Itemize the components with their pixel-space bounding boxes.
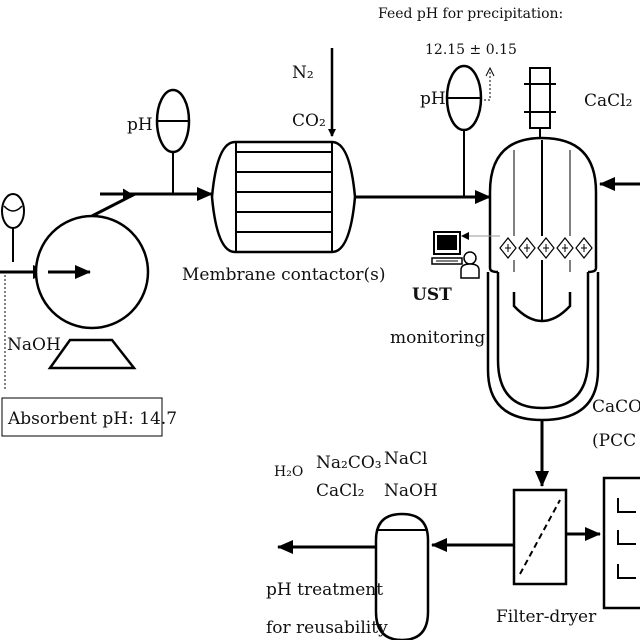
cacl2-out-label: CaCl₂ — [316, 481, 364, 501]
computer-icon — [431, 231, 463, 265]
membrane-contactor — [210, 140, 357, 254]
cacl2-label: CaCl₂ — [584, 91, 632, 111]
pcc-storage — [602, 476, 640, 610]
nacl-label: NaCl — [384, 449, 427, 469]
naoh-inlet-gauge — [1, 193, 25, 262]
absorbent-ph-label: Absorbent pH: 14.7 — [7, 409, 177, 429]
ph-sensor-absorbent — [155, 88, 191, 194]
absorbent-ph-box — [1, 397, 163, 437]
monitoring-label: monitoring — [390, 328, 485, 348]
membrane-label: Membrane contactor(s) — [182, 265, 386, 285]
filter-dryer — [512, 488, 568, 586]
reusability-label: for reusability — [266, 618, 388, 638]
circulation-pump — [34, 192, 150, 370]
naoh-label: NaOH — [7, 335, 61, 355]
ph-label-absorbent: pH — [127, 115, 153, 135]
naoh-out-label: NaOH — [384, 481, 438, 501]
feed-ph-title: Feed pH for precipitation: — [378, 6, 563, 22]
filter-dryer-label: Filter-dryer — [496, 607, 597, 627]
na2co3-label: Na₂CO₃ — [316, 453, 382, 473]
person-icon — [460, 251, 480, 279]
h2o-label: H₂O — [274, 464, 303, 480]
precipitation-reactor — [486, 67, 600, 422]
feed-ph-dotted-indicator — [480, 66, 495, 101]
ph-treatment-label: pH treatment — [266, 580, 383, 600]
pcc-label: (PCC — [592, 431, 636, 451]
holding-tank — [374, 512, 430, 640]
ph-label-feed: pH — [420, 89, 446, 109]
feed-ph-value: 12.15 ± 0.15 — [425, 42, 517, 58]
ust-label: UST — [412, 285, 452, 305]
n2-label: N₂ — [292, 63, 314, 83]
caco3-label: CaCO — [592, 397, 640, 417]
ph-sensor-feed — [445, 64, 483, 197]
co2-label: CO₂ — [292, 111, 326, 131]
